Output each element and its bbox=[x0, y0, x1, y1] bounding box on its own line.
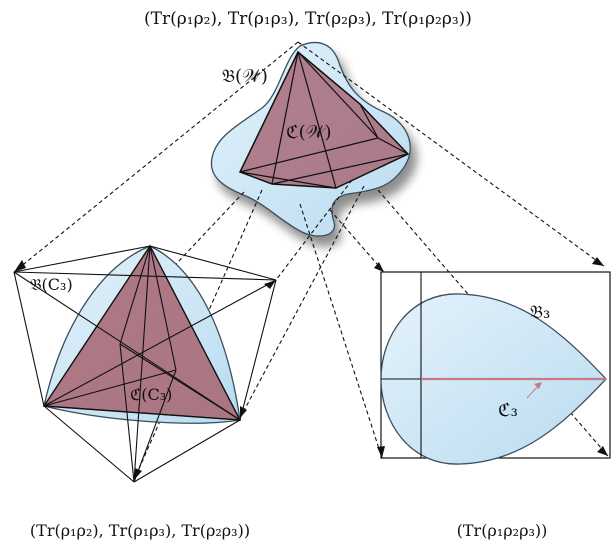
label-B-W: 𝔅(𝒲) bbox=[222, 66, 268, 87]
label-C-W: ℭ(𝒲) bbox=[286, 122, 332, 143]
bottom-right-figure: 𝔅₃ ℭ₃ bbox=[380, 271, 611, 465]
top-figure: 𝔅(𝒲) ℭ(𝒲) bbox=[210, 41, 411, 237]
bottom-left-figure: 𝔅(C₃) ℭ(C₃) bbox=[13, 244, 277, 483]
bottom-right-title: (Tr(ρ₁ρ₂ρ₃)) bbox=[457, 521, 548, 540]
outer-frame-lines bbox=[13, 245, 277, 483]
label-B-C3: 𝔅(C₃) bbox=[30, 275, 73, 294]
bottom-left-title: (Tr(ρ₁ρ₂), Tr(ρ₁ρ₃), Tr(ρ₂ρ₃)) bbox=[30, 521, 250, 540]
pointer-arrow-head bbox=[534, 382, 542, 389]
label-C3: ℭ₃ bbox=[498, 400, 518, 421]
label-B3: 𝔅₃ bbox=[530, 302, 550, 323]
label-C-C3: ℭ(C₃) bbox=[130, 385, 172, 404]
polytope-C-W-edges bbox=[239, 51, 409, 189]
top-title: (Tr(ρ₁ρ₂), Tr(ρ₁ρ₃), Tr(ρ₂ρ₃), Tr(ρ₁ρ₂ρ₃… bbox=[144, 9, 472, 29]
